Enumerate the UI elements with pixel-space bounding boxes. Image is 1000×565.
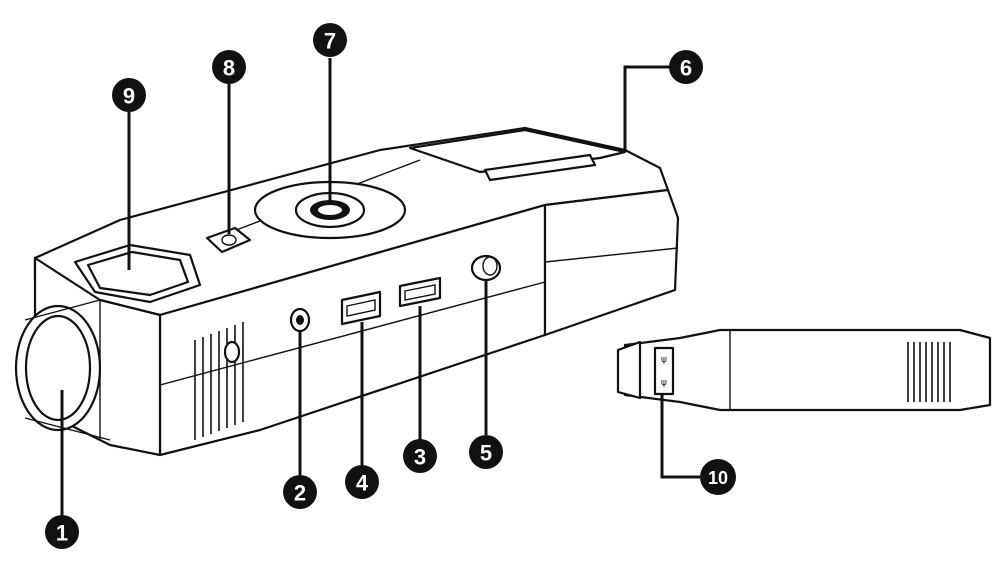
svg-text:ψ: ψ bbox=[661, 355, 667, 365]
lens bbox=[14, 299, 111, 441]
callout-4-label: 4 bbox=[356, 471, 369, 496]
usb-port-a bbox=[340, 290, 382, 326]
callout-6: 6 bbox=[669, 50, 703, 84]
callout-1-label: 1 bbox=[56, 521, 68, 546]
callout-8: 8 bbox=[212, 50, 246, 84]
power-button bbox=[205, 226, 252, 254]
callout-7-label: 7 bbox=[324, 29, 336, 54]
callout-9-label: 9 bbox=[123, 84, 135, 109]
side-grip bbox=[194, 322, 244, 440]
callout-5-label: 5 bbox=[480, 441, 492, 466]
display-window bbox=[73, 243, 202, 304]
dc-jack bbox=[289, 307, 311, 333]
callout-8-label: 8 bbox=[223, 56, 235, 81]
side-view-device: ψ ψ bbox=[616, 328, 992, 412]
callout-3: 3 bbox=[403, 439, 437, 473]
callout-2-label: 2 bbox=[294, 481, 306, 506]
callout-4: 4 bbox=[345, 465, 379, 499]
callout-6-label: 6 bbox=[680, 56, 692, 81]
callout-9: 9 bbox=[112, 78, 146, 112]
usb-port-b bbox=[398, 276, 442, 308]
callout-1: 1 bbox=[45, 515, 79, 549]
callout-10: 10 bbox=[700, 459, 736, 495]
switch bbox=[470, 254, 502, 282]
callout-5: 5 bbox=[469, 435, 503, 469]
callout-2: 2 bbox=[283, 475, 317, 509]
svg-text:ψ: ψ bbox=[661, 378, 667, 388]
callout-10-label: 10 bbox=[708, 468, 728, 488]
leader-lines bbox=[60, 58, 700, 516]
callout-3-label: 3 bbox=[414, 445, 426, 470]
callout-7: 7 bbox=[313, 23, 347, 57]
